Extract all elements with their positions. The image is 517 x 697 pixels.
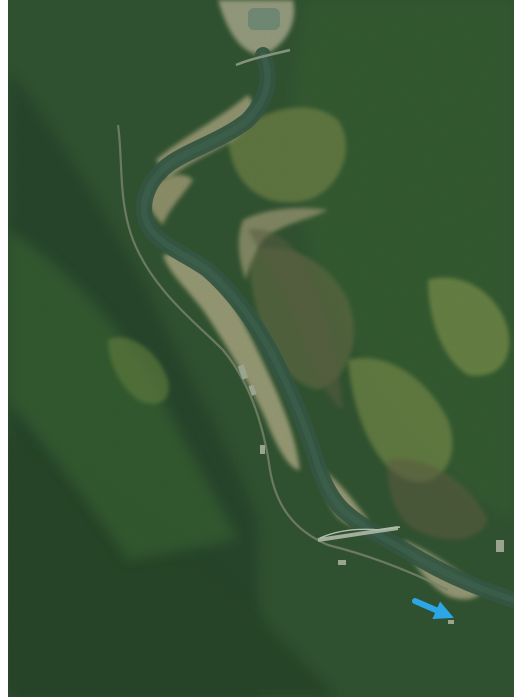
photo-texture <box>8 0 514 697</box>
aerial-photo-canvas <box>8 0 514 697</box>
aerial-photo <box>8 0 514 697</box>
arrow-right-down-icon <box>412 598 454 619</box>
